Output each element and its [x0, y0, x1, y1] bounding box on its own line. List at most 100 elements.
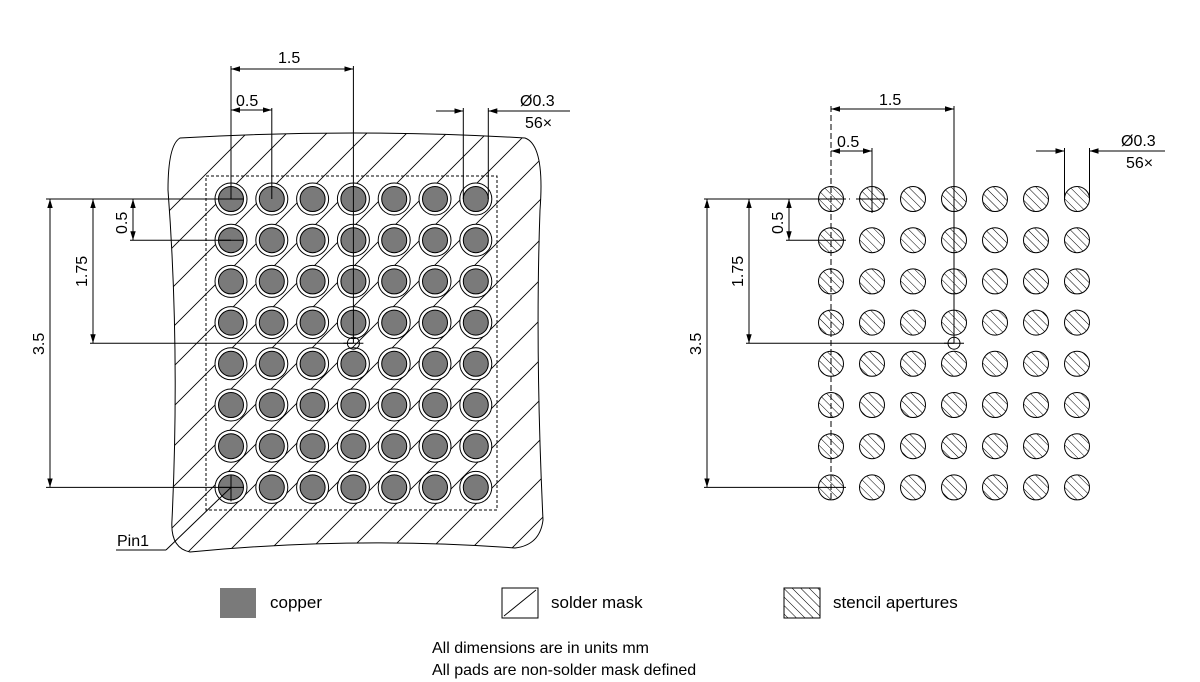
dim-text-diameter: Ø0.3 — [1121, 133, 1156, 150]
copper-pad — [299, 350, 326, 377]
stencil-aperture — [859, 392, 885, 418]
copper-pad — [462, 186, 489, 212]
dim-text-count: 56× — [525, 115, 552, 132]
stencil-aperture — [982, 186, 1008, 212]
stencil-aperture — [900, 309, 926, 336]
solder-mask-hatch-line — [499, 133, 543, 552]
stencil-aperture — [900, 433, 926, 460]
stencil-aperture — [1023, 392, 1049, 418]
right-stencil-grid — [818, 186, 1090, 501]
stencil-aperture — [1064, 433, 1090, 460]
solder-mask-hatch-line — [940, 100, 1200, 600]
stencil-aperture — [900, 186, 926, 212]
stencil-aperture — [1064, 186, 1090, 212]
stencil-aperture — [900, 227, 926, 254]
solder-mask-hatch-line — [379, 133, 543, 552]
stencil-aperture — [1023, 350, 1049, 377]
copper-pad — [258, 350, 285, 377]
dim-text-3-5: 3.5 — [31, 333, 48, 355]
copper-pad — [218, 433, 244, 460]
dim-text-0-5: 0.5 — [236, 93, 258, 110]
copper-pad — [340, 392, 367, 418]
note-pads: All pads are non-solder mask defined — [432, 662, 697, 679]
stencil-aperture — [982, 474, 1008, 501]
stencil-aperture — [982, 350, 1008, 377]
solder-mask-hatch-line — [740, 100, 1200, 600]
stencil-aperture — [859, 474, 885, 501]
stencil-aperture — [1023, 268, 1049, 295]
legend — [220, 587, 821, 619]
copper-pad — [340, 350, 367, 377]
copper-pad — [258, 433, 285, 460]
copper-pad — [422, 433, 448, 460]
solder-mask-hatch-line — [259, 133, 543, 552]
stencil-aperture — [1064, 309, 1090, 336]
copper-pad — [218, 392, 244, 418]
dim-text-v-0-5: 0.5 — [770, 212, 787, 234]
copper-pad — [258, 392, 285, 418]
copper-pad — [299, 392, 326, 418]
stencil-aperture — [941, 474, 967, 501]
note-units: All dimensions are in units mm — [432, 640, 649, 657]
solder-mask-outline — [167, 132, 544, 553]
copper-pad — [422, 186, 448, 212]
stencil-aperture — [859, 309, 885, 336]
copper-pad — [462, 433, 489, 460]
solder-mask-hatch-line — [660, 100, 1160, 600]
solder-mask-hatch-line — [339, 133, 543, 552]
stencil-aperture — [941, 392, 967, 418]
left-pad-grid — [214, 182, 493, 504]
copper-pad — [299, 268, 326, 295]
copper-pad — [340, 474, 367, 501]
stencil-aperture — [1064, 227, 1090, 254]
stencil-aperture — [941, 350, 967, 377]
solder-mask-hatch — [168, 100, 1200, 600]
stencil-aperture — [1023, 227, 1049, 254]
copper-pad — [299, 309, 326, 336]
copper-pad — [422, 350, 448, 377]
stencil-aperture — [859, 268, 885, 295]
stencil-aperture — [1064, 350, 1090, 377]
legend-stencil-swatch — [783, 587, 821, 619]
copper-pad — [381, 268, 408, 295]
copper-pad — [218, 268, 244, 295]
legend-solder-mask-hatch — [503, 589, 537, 617]
solder-mask-hatch-line — [860, 100, 1200, 600]
stencil-aperture — [1023, 433, 1049, 460]
solder-mask-hatch-line — [459, 133, 543, 552]
dim-text-3-5: 3.5 — [688, 333, 705, 355]
copper-pad — [422, 392, 448, 418]
solder-mask-hatch-line — [780, 100, 1200, 600]
stencil-aperture — [859, 350, 885, 377]
stencil-aperture — [1064, 474, 1090, 501]
copper-pad — [381, 392, 408, 418]
solder-mask-hatch-line — [168, 133, 321, 552]
legend-solder-mask-swatch — [501, 587, 539, 619]
stencil-aperture — [859, 433, 885, 460]
copper-pad — [258, 227, 285, 254]
solder-mask-hatch-line — [900, 100, 1200, 600]
copper-pad — [381, 433, 408, 460]
copper-pad — [462, 309, 489, 336]
stencil-aperture — [982, 268, 1008, 295]
dim-text-1-5: 1.5 — [879, 92, 901, 109]
dim-text-1-75: 1.75 — [730, 256, 747, 287]
dim-text-v-0-5: 0.5 — [114, 212, 131, 234]
solder-mask-hatch-line — [1020, 100, 1200, 600]
copper-pad — [258, 268, 285, 295]
solder-mask-hatch-line — [419, 133, 543, 552]
copper-pad — [218, 350, 244, 377]
copper-pad — [422, 309, 448, 336]
solder-mask-hatch-line — [820, 100, 1200, 600]
copper-pad — [462, 474, 489, 501]
copper-pad — [462, 268, 489, 295]
solder-mask-hatch-line — [580, 100, 1080, 600]
stencil-aperture — [1064, 392, 1090, 418]
solder-mask-hatch-line — [539, 133, 543, 552]
solder-mask-hatch-line — [168, 133, 441, 552]
copper-pad — [258, 474, 285, 501]
